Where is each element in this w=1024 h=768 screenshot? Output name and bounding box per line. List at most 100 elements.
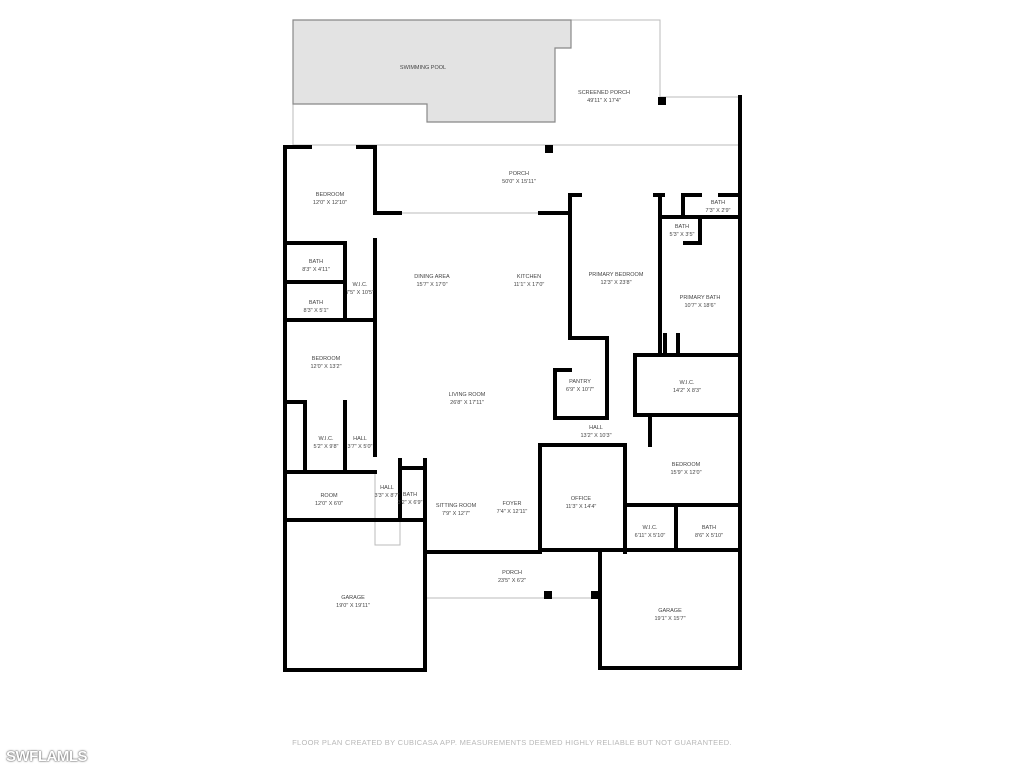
room-label: PRIMARY BATH 10'7" x 18'6" (680, 294, 721, 310)
room-label: OFFICE 11'3" x 14'4" (566, 495, 597, 511)
room-name: BEDROOM (311, 356, 341, 362)
room-dimensions: 7'5" x 10'5" (345, 290, 375, 296)
room-dimensions: 12'0" x 12'10" (312, 200, 348, 206)
room-dimensions: 8'3" x 4'11" (302, 267, 330, 273)
walls (283, 95, 742, 672)
room-name: GARAGE (341, 595, 365, 601)
room-name: GARAGE (658, 608, 682, 614)
room-dimensions: 5'3" x 3'5" (669, 232, 695, 238)
room-name: BATH (308, 259, 324, 265)
room-dimensions: 3'2" x 6'9" (397, 500, 423, 506)
room-label: PANTRY 6'9" x 10'7" (566, 378, 594, 394)
room-dimensions: 3'7" x 5'0" (347, 444, 373, 450)
room-dimensions: 3'3" x 8'7" (374, 493, 400, 499)
room-name: W.I.C. (642, 525, 658, 531)
watermark-logo: SWFLAMLS (6, 748, 87, 765)
room-name: SITTING ROOM (435, 503, 477, 509)
room-label: ROOM 12'0" x 6'0" (315, 492, 343, 508)
room-name: HALL (589, 425, 603, 431)
room-dimensions: 12'3" x 23'8" (600, 280, 632, 286)
room-dimensions: 6'11" x 5'10" (634, 533, 666, 539)
room-label: BATH 8'6" x 5'10" (695, 524, 723, 540)
column (658, 97, 666, 105)
room-label: LIVING ROOM 26'8" x 17'11" (449, 391, 486, 407)
room-dimensions: 7'4" x 12'11" (496, 509, 528, 515)
room-name: PORCH (509, 171, 529, 177)
room-name: PRIMARY BEDROOM (588, 272, 644, 278)
room-name: SWIMMING POOL (399, 65, 447, 71)
room-dimensions: 23'5" x 6'2" (497, 578, 527, 584)
room-name: PANTRY (569, 379, 591, 385)
room-dimensions: 50'0" x 15'11" (502, 179, 536, 185)
room-dimensions: 19'1" x 15'7" (654, 616, 686, 622)
room-label: HALL 3'3" x 8'7" (375, 484, 400, 500)
room-dimensions: 8'6" x 5'10" (694, 533, 724, 539)
room-name: BATH (402, 492, 418, 498)
room-label: BATH 8'3" x 4'11" (302, 258, 330, 274)
room-dimensions: 15'9" x 12'0" (670, 470, 702, 476)
room-label: GARAGE 19'1" x 15'7" (654, 607, 685, 623)
room-label: BEDROOM 15'9" x 12'0" (670, 461, 701, 477)
room-label: BEDROOM 12'0" x 12'10" (313, 191, 347, 207)
room-label: W.I.C. 14'2" x 8'3" (673, 379, 701, 395)
room-dimensions: 10'7" x 18'6" (684, 303, 716, 309)
room-label: HALL 3'7" x 5'0" (348, 435, 373, 451)
room-name: W.I.C. (318, 436, 334, 442)
room-dimensions: 11'3" x 14'4" (565, 504, 597, 510)
room-name: BATH (308, 300, 324, 306)
room-name: HALL (380, 485, 394, 491)
room-label: W.I.C. 5'2" x 9'8" (314, 435, 339, 451)
column (544, 591, 552, 599)
room-label: DINING AREA 15'7" x 17'0" (414, 273, 449, 289)
room-label: W.I.C. 6'11" x 5'10" (635, 524, 666, 540)
room-label: BEDROOM 12'0" x 13'2" (310, 355, 341, 371)
room-name: SCREENED PORCH (578, 90, 630, 96)
room-label: W.I.C. 7'5" x 10'5" (346, 281, 374, 297)
room-label: BATH 5'3" x 3'5" (670, 223, 695, 239)
room-name: PORCH (502, 570, 522, 576)
room-name: BATH (674, 224, 690, 230)
room-name: W.I.C. (352, 282, 368, 288)
room-name: DINING AREA (414, 274, 450, 280)
room-name: ROOM (320, 493, 338, 499)
room-label: PORCH 23'5" x 6'2" (498, 569, 526, 585)
room-name: BEDROOM (671, 462, 701, 468)
room-label: SITTING ROOM 7'9" x 12'7" (436, 502, 476, 518)
room-label: PORCH 50'0" x 15'11" (502, 170, 536, 186)
room-name: FOYER (502, 501, 522, 507)
room-dimensions: 6'9" x 10'7" (565, 387, 595, 393)
room-name: HALL (353, 436, 367, 442)
room-dimensions: 12'0" x 6'0" (314, 501, 344, 507)
room-name: LIVING ROOM (448, 392, 486, 398)
room-name: BEDROOM (315, 192, 345, 198)
room-dimensions: 13'2" x 10'3" (580, 433, 612, 439)
room-dimensions: 5'2" x 9'8" (313, 444, 339, 450)
column (591, 591, 599, 599)
room-name: BATH (701, 525, 717, 531)
room-name: KITCHEN (516, 274, 542, 280)
swimming-pool-shape (292, 19, 572, 123)
room-label: SWIMMING POOL (400, 64, 446, 72)
room-dimensions: 8'3" x 5'1" (303, 308, 329, 314)
disclaimer-footer: FLOOR PLAN CREATED BY CUBICASA APP. MEAS… (292, 738, 732, 747)
room-label: GARAGE 19'0" x 19'11" (336, 594, 370, 610)
room-label: SCREENED PORCH 49'11" x 17'4" (578, 89, 630, 105)
room-dimensions: 7'9" x 12'7" (441, 511, 471, 517)
room-dimensions: 14'2" x 8'3" (672, 388, 702, 394)
room-dimensions: 49'11" x 17'4" (587, 98, 621, 104)
room-label: FOYER 7'4" x 12'11" (497, 500, 528, 516)
room-dimensions: 12'0" x 13'2" (310, 364, 342, 370)
room-name: OFFICE (570, 496, 592, 502)
room-label: BATH 8'3" x 5'1" (304, 299, 329, 315)
room-dimensions: 7'3" x 2'9" (705, 208, 731, 214)
room-dimensions: 11'1" x 17'0" (513, 282, 545, 288)
room-label: BATH 3'2" x 6'9" (398, 491, 423, 507)
room-name: W.I.C. (679, 380, 695, 386)
room-label: HALL 13'2" x 10'3" (580, 424, 611, 440)
room-dimensions: 15'7" x 17'0" (416, 282, 448, 288)
room-dimensions: 19'0" x 19'11" (336, 603, 370, 609)
room-dimensions: 26'8" x 17'11" (450, 400, 484, 406)
room-name: PRIMARY BATH (679, 295, 721, 301)
